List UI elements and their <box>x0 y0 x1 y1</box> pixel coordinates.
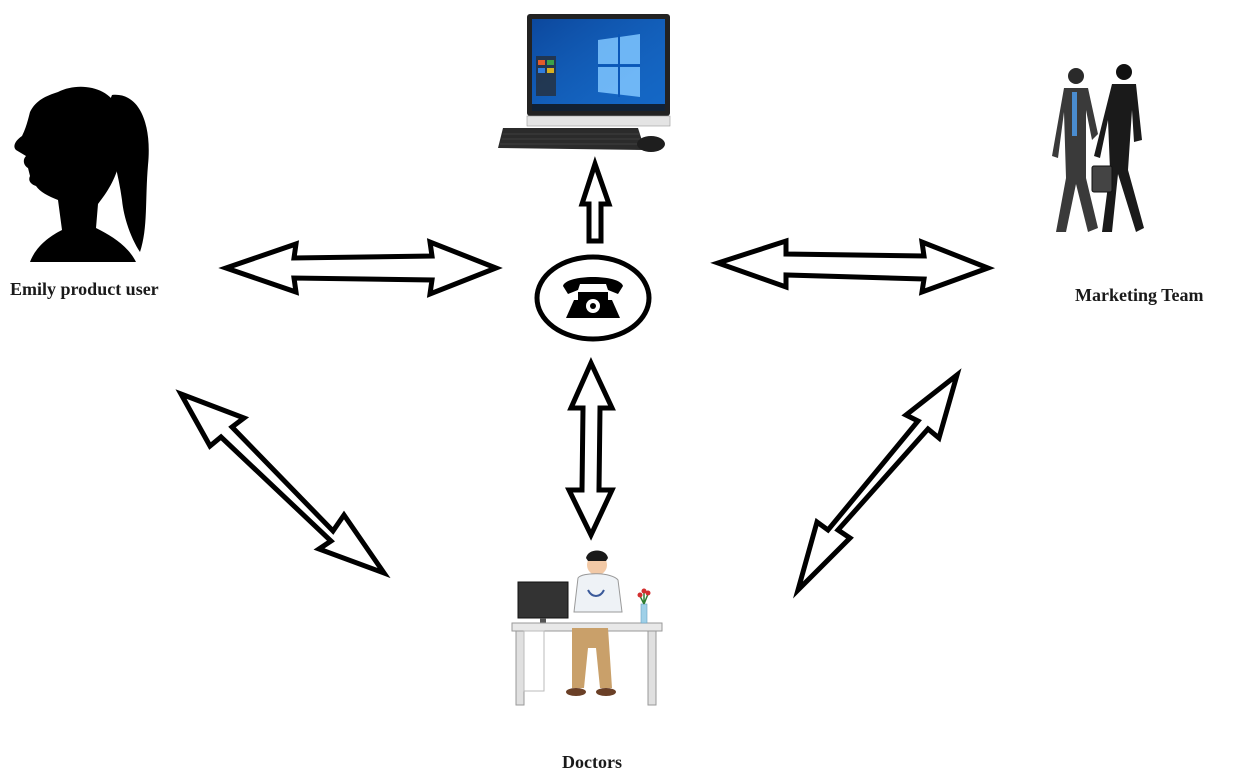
emily-product-user-label: Emily product user <box>10 279 159 299</box>
arrow-phone-computer <box>578 156 613 244</box>
doctors-label: Doctors <box>562 752 622 772</box>
arrow-marketing-doctors <box>793 368 962 599</box>
desktop-computer-icon <box>498 14 671 152</box>
doctor-at-desk-icon <box>511 550 663 706</box>
marketing-team-label: Marketing Team <box>1075 285 1204 305</box>
arrow-phone-doctors <box>564 356 616 541</box>
telephone-icon <box>534 254 652 342</box>
arrow-emily-phone <box>218 238 503 298</box>
businessmen-walking-icon <box>1052 64 1144 232</box>
arrow-phone-marketing <box>710 237 996 296</box>
woman-silhouette-icon <box>14 86 149 262</box>
arrow-emily-doctors <box>175 389 391 579</box>
